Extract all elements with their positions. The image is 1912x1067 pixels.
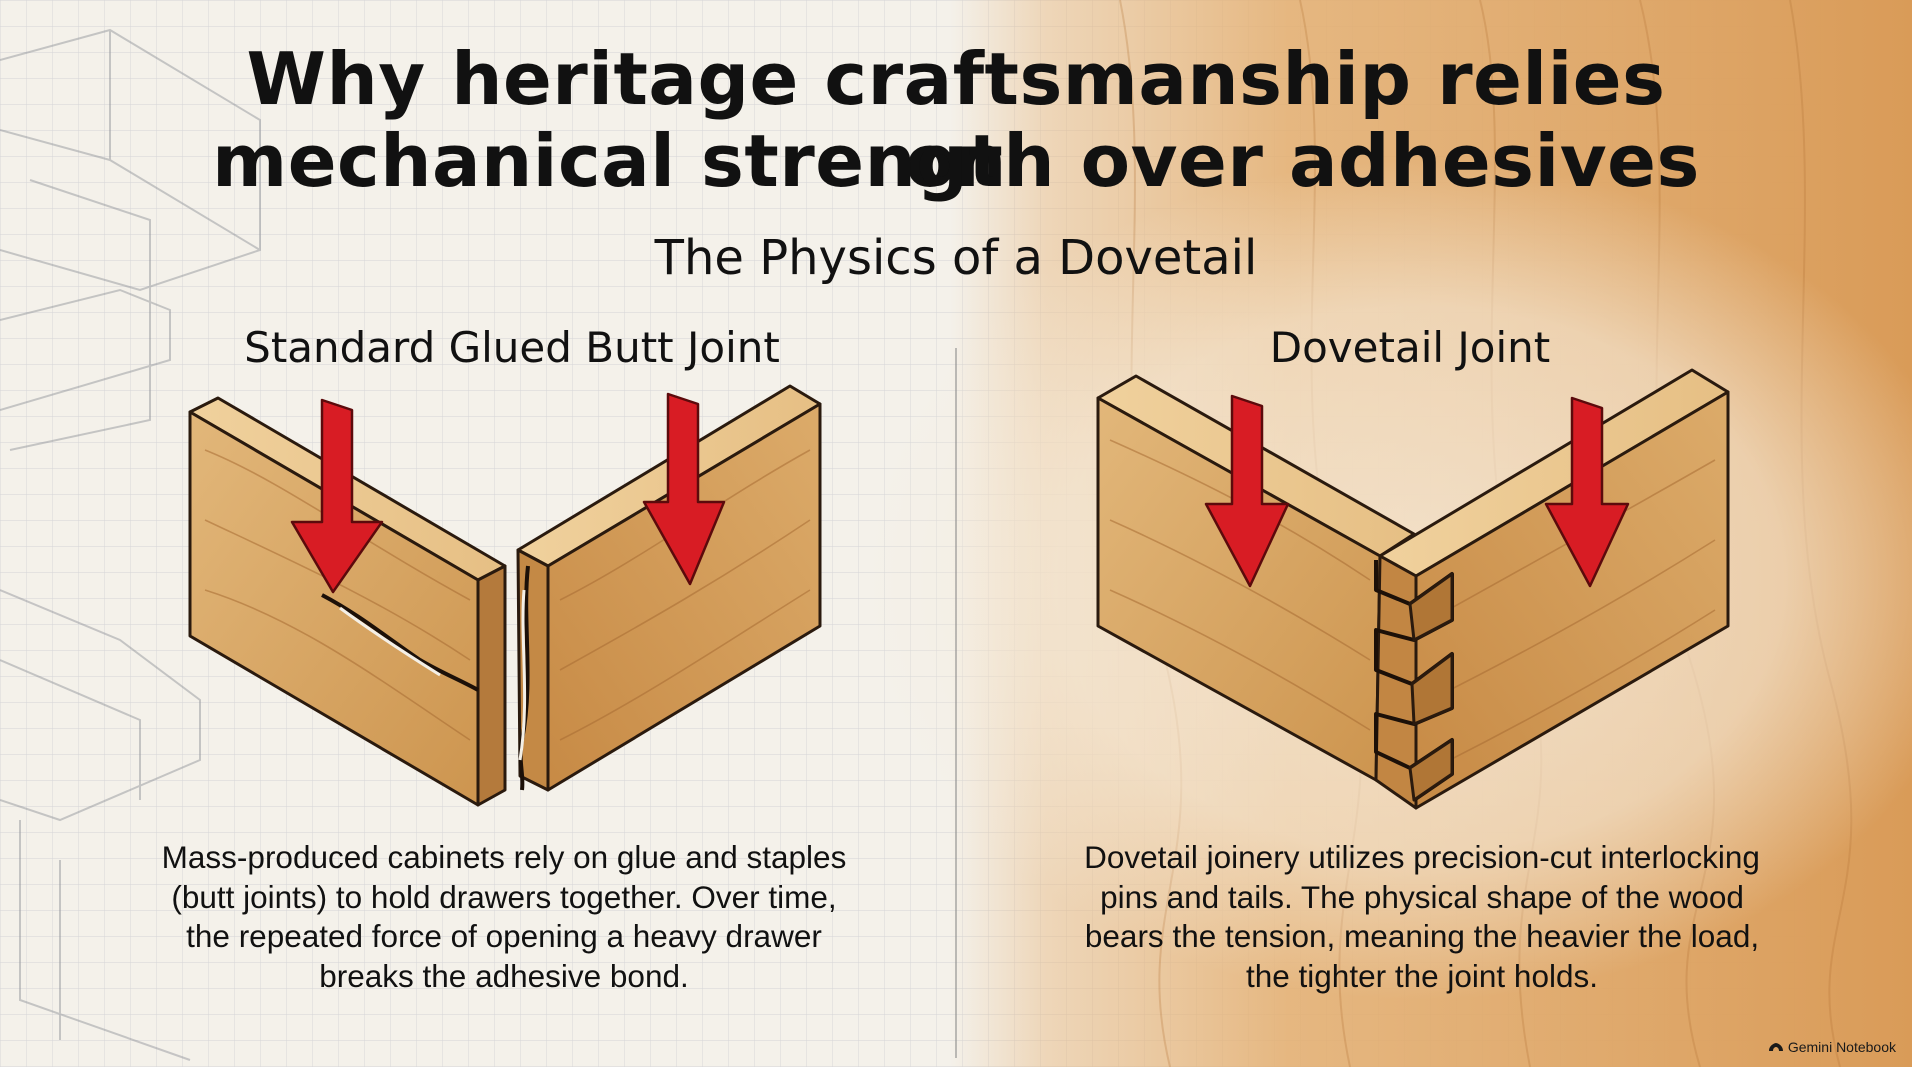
dovetail-joint-heading: Dovetail Joint [1269,323,1551,372]
description-line: Mass-produced cabinets rely on glue and … [161,839,847,875]
subtitle: The Physics of a Dovetail [654,230,1258,286]
dovetail-joint-figure [1096,368,1730,810]
butt-joint-figure [188,384,822,807]
description-line: (butt joints) to hold drawers together. … [171,878,837,915]
butt-joint-heading: Standard Glued Butt Joint [244,323,780,372]
dovetail-joint-description: Dovetail joinery utilizes precision-cut … [1032,838,1812,996]
butt-joint-description: Mass-produced cabinets rely on glue and … [114,838,894,996]
force-arrow-icon [1204,394,1290,588]
panel-divider [955,348,957,1058]
dovetail-pins-and-tails [1374,554,1454,810]
gemini-logo-icon [1768,1043,1783,1051]
title-line-2: mechanical strength over adhesives [212,119,1700,203]
description-line: bears the tension, meaning the heavier t… [1084,918,1760,954]
watermark-label: Gemini Notebook [1787,1039,1896,1055]
watermark: Gemini Notebook [1768,1039,1896,1055]
description-line: the repeated force of opening a heavy dr… [186,918,822,954]
description-line: breaks the adhesive bond. [319,957,689,994]
force-arrow-icon [642,392,726,586]
force-arrow-icon [1544,396,1630,588]
crack-icon [321,565,530,791]
description-line: the tighter the joint holds. [1246,957,1598,994]
force-arrow-icon [290,398,384,594]
description-line: Dovetail joinery utilizes precision-cut … [1084,839,1760,875]
description-line: pins and tails. The physical shape of th… [1100,878,1744,915]
title-line-1: Why heritage craftsmanship relies on [246,37,1666,203]
